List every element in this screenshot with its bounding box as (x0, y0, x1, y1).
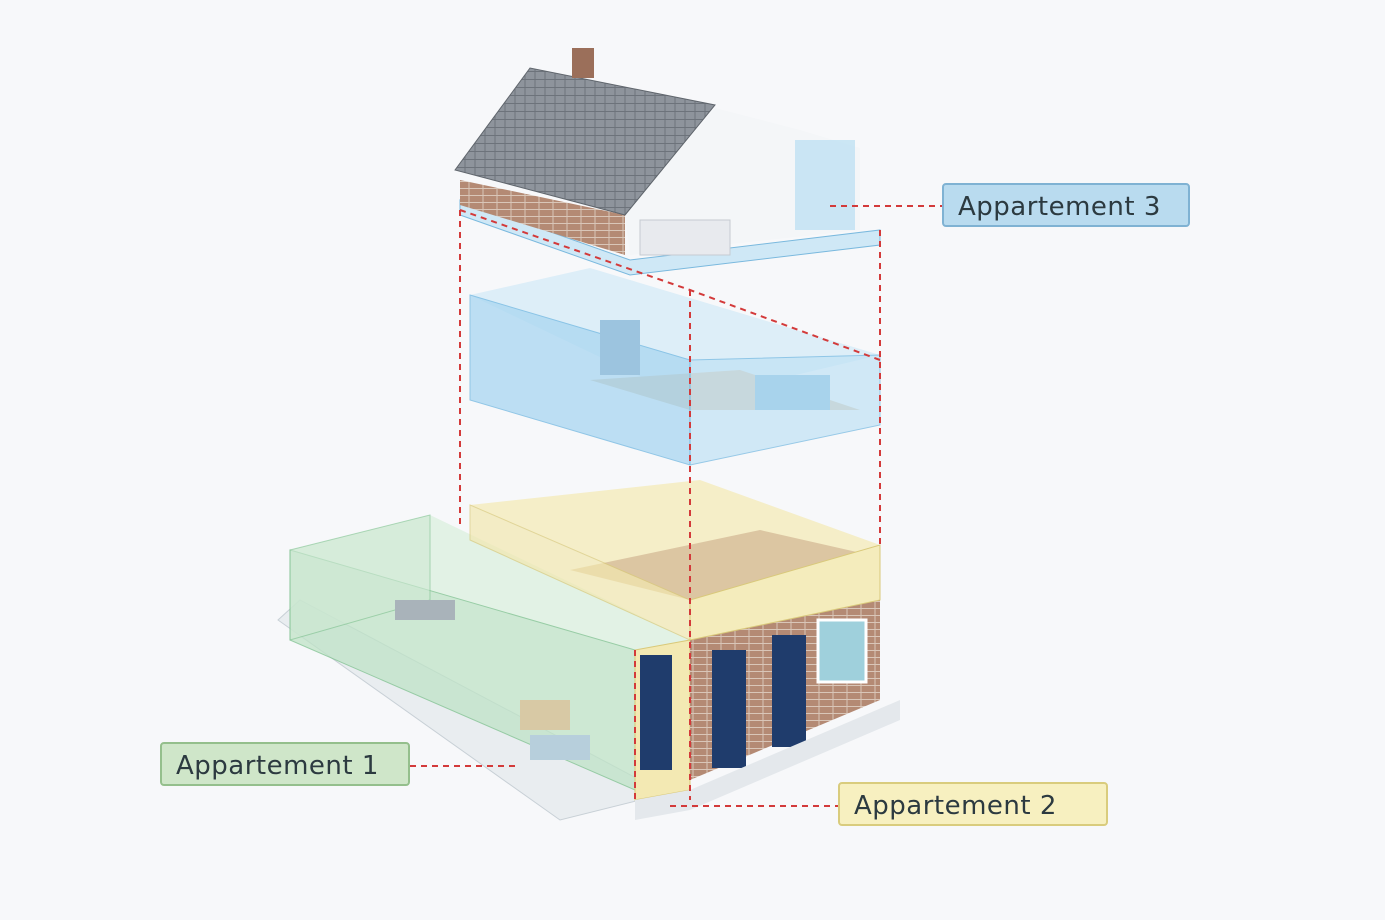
leader-lines (410, 205, 942, 807)
sofa-icon (530, 735, 590, 760)
kitchen-icon (395, 600, 455, 620)
cabinet-icon (600, 320, 640, 375)
sofa-icon (755, 375, 830, 410)
door-icon (772, 635, 806, 747)
apartment-1-floor (277, 514, 690, 821)
door-icon (640, 655, 672, 770)
chimney-icon (572, 48, 594, 78)
apartment-2-label: Appartement 2 (838, 782, 1108, 826)
apartment-2-floor (469, 480, 900, 820)
apartment-1-label: Appartement 1 (160, 742, 410, 786)
door-icon (712, 650, 746, 768)
table-icon (520, 700, 570, 730)
apartment-3-attic (454, 48, 881, 276)
apartment-3-middle-floor (469, 268, 881, 466)
window-icon (816, 618, 868, 684)
bed-icon (639, 219, 731, 256)
apartment-3-label: Appartement 3 (942, 183, 1190, 227)
